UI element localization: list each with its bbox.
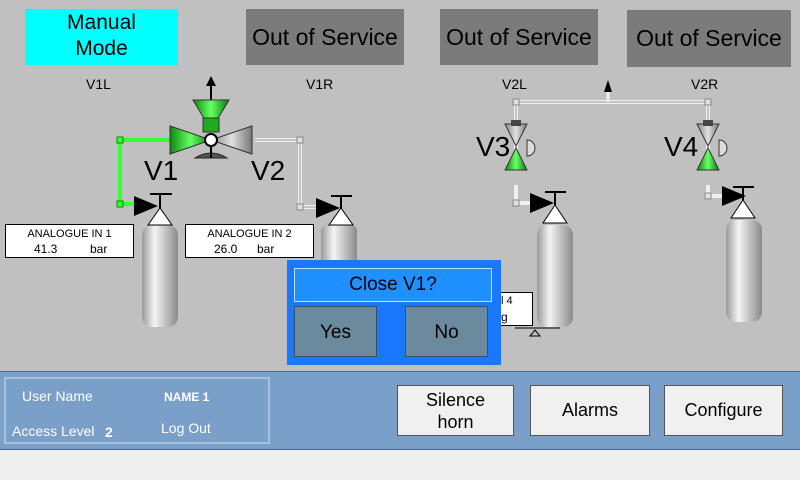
- label-v1l: V1L: [86, 76, 111, 92]
- cylinder-1: [134, 193, 178, 327]
- configure-button[interactable]: Configure: [664, 385, 783, 436]
- label-v1r: V1R: [306, 76, 334, 92]
- gauge-unit: bar: [257, 242, 275, 256]
- user-name-value: NAME 1: [164, 390, 210, 404]
- gauge-title: ANALOGUE IN 1: [27, 228, 112, 240]
- manual-mode-button[interactable]: Manual Mode: [25, 9, 178, 65]
- access-level-value: 2: [105, 424, 113, 440]
- gauge-value: 26.0: [214, 242, 238, 256]
- valve-v4[interactable]: [696, 120, 728, 171]
- gauge-title: l 4: [501, 295, 513, 307]
- valve-label-v1: V1: [144, 155, 179, 186]
- label-v2r: V2R: [691, 76, 719, 92]
- alarms-button[interactable]: Alarms: [530, 385, 650, 436]
- scale-icon: [515, 327, 560, 337]
- analogue-in-2-display: ANALOGUE IN 2 26.0 bar: [185, 224, 314, 258]
- dialog-title: Close V1?: [294, 268, 492, 302]
- out-of-service-button-3[interactable]: Out of Service: [627, 10, 791, 67]
- valve-label-v3: V3: [476, 131, 511, 162]
- pipe-v1: [116, 136, 170, 208]
- gauge-unit: g: [501, 310, 508, 324]
- cylinder-2: [316, 195, 357, 265]
- gauge-unit: bar: [90, 242, 108, 256]
- access-level-label: Access Level: [12, 423, 95, 439]
- label-v2l: V2L: [502, 76, 527, 92]
- gauge-title: ANALOGUE IN 2: [207, 228, 292, 240]
- confirm-dialog: Close V1? Yes No: [287, 260, 501, 365]
- selector-valve[interactable]: [169, 76, 253, 159]
- user-name-label: User Name: [22, 388, 93, 404]
- out-of-service-button-2[interactable]: Out of Service: [440, 9, 598, 65]
- yes-button[interactable]: Yes: [294, 306, 377, 357]
- cylinder-3: [530, 191, 573, 327]
- user-info-box: User Name NAME 1 Access Level 2 Log Out: [4, 377, 270, 444]
- status-bar: [0, 450, 800, 480]
- cylinder-4: [722, 186, 762, 322]
- pipe-v2: [255, 136, 318, 211]
- logout-link[interactable]: Log Out: [161, 420, 211, 436]
- valve-v3[interactable]: [504, 120, 536, 171]
- valve-label-v2: V2: [251, 155, 286, 186]
- silence-horn-button[interactable]: Silence horn: [397, 385, 514, 436]
- out-of-service-button-1[interactable]: Out of Service: [246, 9, 404, 65]
- gauge-value: 41.3: [34, 242, 58, 256]
- process-diagram: [116, 76, 762, 337]
- analogue-in-1-display: ANALOGUE IN 1 41.3 bar: [5, 224, 134, 258]
- valve-label-v4: V4: [664, 131, 699, 162]
- no-button[interactable]: No: [405, 306, 488, 357]
